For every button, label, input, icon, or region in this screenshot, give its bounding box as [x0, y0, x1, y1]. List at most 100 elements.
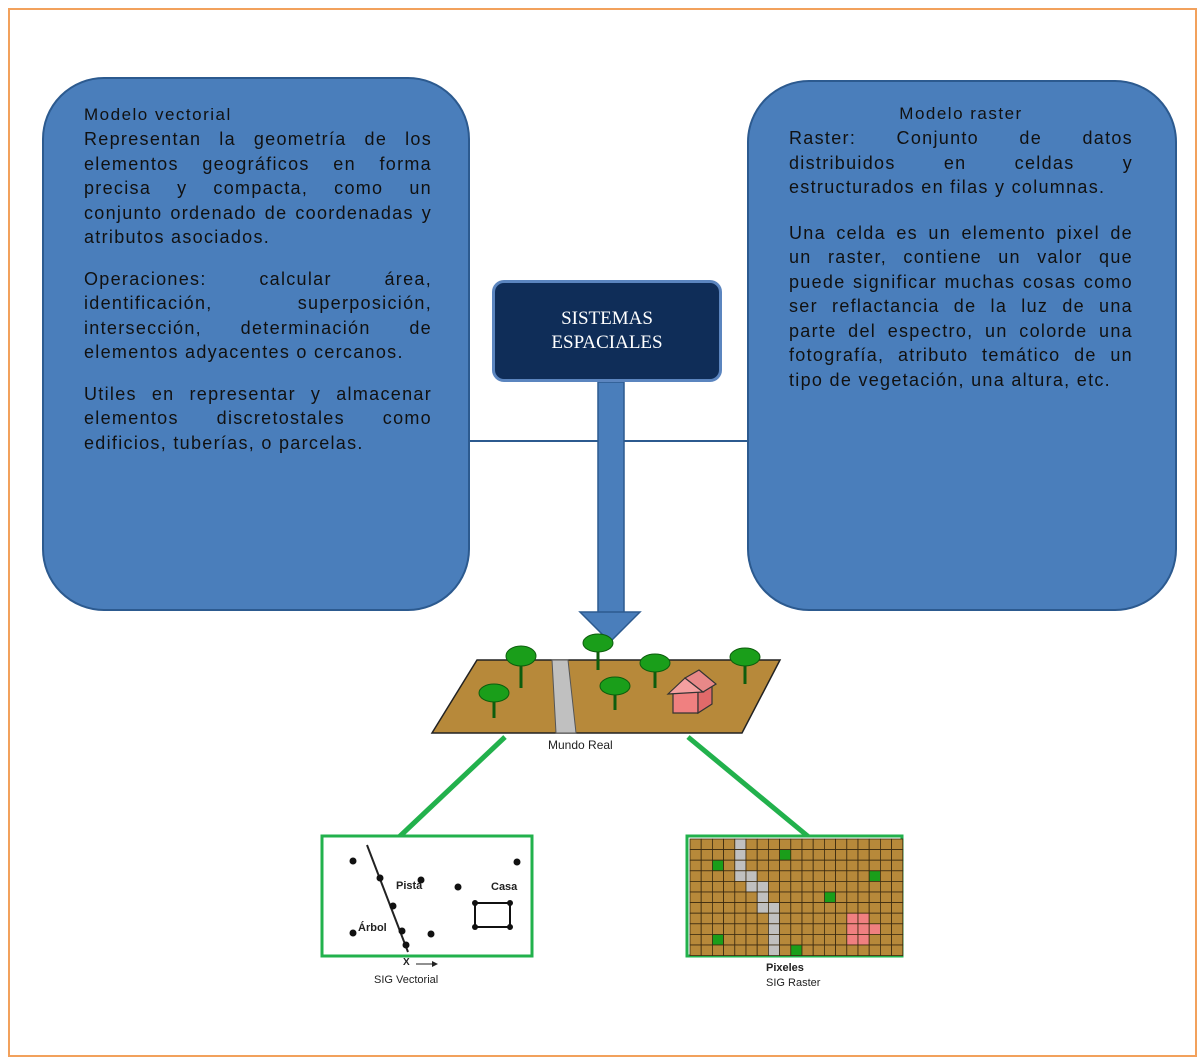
raster-cell: [857, 912, 870, 925]
raster-cell: [801, 849, 814, 861]
raster-cell: [734, 838, 747, 851]
raster-cell: [801, 838, 814, 851]
raster-cell: [756, 838, 769, 851]
raster-model-title: Modelo raster: [899, 104, 1023, 123]
raster-cell: [801, 944, 814, 957]
raster-cell: [857, 849, 870, 861]
raster-cell: [891, 934, 904, 946]
raster-cell: [835, 944, 848, 957]
raster-cell: [835, 881, 848, 893]
raster-cell: [880, 859, 893, 872]
raster-cell: [712, 923, 725, 935]
raster-cell: [700, 881, 713, 893]
raster-cell: [700, 838, 713, 851]
raster-cell: [857, 891, 870, 904]
raster-cell: [734, 923, 747, 935]
raster-cell: [846, 870, 859, 882]
raster-cell: [734, 944, 747, 957]
raster-cell: [812, 881, 825, 893]
raster-cell: [779, 912, 792, 925]
raster-cell: [846, 881, 859, 893]
raster-cell: [835, 934, 848, 946]
raster-cell: [779, 870, 792, 882]
raster-cell: [723, 870, 736, 882]
raster-cell: [846, 912, 859, 925]
raster-cell: [880, 912, 893, 925]
raster-cell: [891, 849, 904, 861]
vector-model-paragraph: Utiles en representar y almacenar elemen…: [84, 383, 432, 453]
raster-cell: [801, 881, 814, 893]
raster-cell: [768, 944, 781, 957]
raster-cell: [880, 923, 893, 935]
raster-cell: [790, 934, 803, 946]
raster-cell: [824, 891, 837, 904]
raster-cell: [801, 923, 814, 935]
raster-cell: [846, 838, 859, 851]
raster-cell: [723, 859, 736, 872]
raster-cell: [801, 859, 814, 872]
world-label: Mundo Real: [548, 738, 613, 752]
raster-cell: [700, 849, 713, 861]
raster-cell: [846, 934, 859, 946]
raster-cell: [812, 912, 825, 925]
raster-cell: [857, 838, 870, 851]
raster-cell: [868, 849, 881, 861]
raster-cell: [712, 849, 725, 861]
raster-cell: [734, 912, 747, 925]
raster-cell: [868, 881, 881, 893]
raster-cell: [712, 859, 725, 872]
raster-cell: [723, 923, 736, 935]
raster-cell: [857, 944, 870, 957]
raster-cell: [768, 849, 781, 861]
vector-model-paragraph: Operaciones: calcular área, identificaci…: [84, 268, 432, 363]
spatial-systems-box: SISTEMAS ESPACIALES: [492, 280, 722, 382]
raster-cell: [745, 838, 758, 851]
raster-cell: [835, 870, 848, 882]
raster-cell: [835, 912, 848, 925]
raster-cell: [891, 902, 904, 914]
center-title-line2: ESPACIALES: [551, 332, 663, 353]
raster-cell: [868, 912, 881, 925]
raster-cell: [779, 891, 792, 904]
raster-cell: [835, 838, 848, 851]
raster-cell: [712, 881, 725, 893]
raster-cell: [880, 934, 893, 946]
raster-cell: [857, 881, 870, 893]
raster-cell: [712, 838, 725, 851]
raster-cell: [756, 944, 769, 957]
raster-cell: [891, 891, 904, 904]
raster-cell: [756, 859, 769, 872]
raster-cell: [801, 891, 814, 904]
raster-cell: [891, 859, 904, 872]
raster-cell: [868, 891, 881, 904]
raster-cell: [857, 870, 870, 882]
raster-cell: [824, 923, 837, 935]
raster-cell: [700, 934, 713, 946]
raster-cell: [812, 870, 825, 882]
raster-cell: [756, 849, 769, 861]
raster-cell: [857, 934, 870, 946]
raster-cell: [824, 944, 837, 957]
raster-cell: [745, 912, 758, 925]
raster-cell: [745, 891, 758, 904]
raster-cell: [723, 902, 736, 914]
raster-cell: [756, 891, 769, 904]
raster-cell: [689, 849, 702, 861]
raster-cell: [880, 891, 893, 904]
raster-cell: [745, 934, 758, 946]
raster-cell: [891, 881, 904, 893]
house-label: Casa: [491, 881, 518, 893]
raster-cell: [756, 870, 769, 882]
raster-cell: [835, 859, 848, 872]
raster-cell: [790, 923, 803, 935]
raster-cell: [768, 934, 781, 946]
raster-cell: [868, 870, 881, 882]
raster-model-paragraph: Raster: Conjunto de datos distribuidos e…: [789, 128, 1133, 197]
raster-cell: [768, 902, 781, 914]
raster-cell: [700, 870, 713, 882]
raster-cell: [712, 912, 725, 925]
raster-cell: [712, 944, 725, 957]
raster-cell: [891, 912, 904, 925]
center-title-line1: SISTEMAS: [561, 308, 653, 329]
